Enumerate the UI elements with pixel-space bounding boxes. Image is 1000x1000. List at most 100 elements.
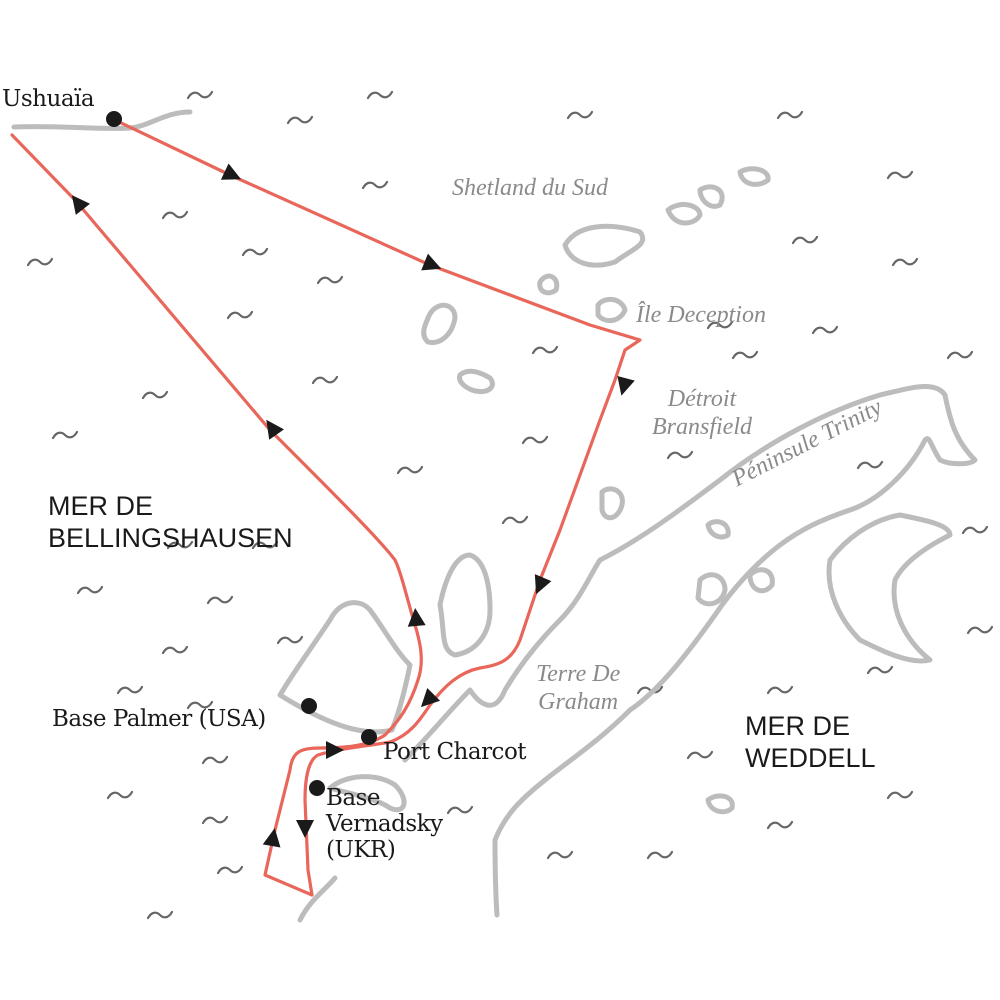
island-deception bbox=[595, 296, 628, 324]
wave-icon bbox=[206, 595, 234, 605]
wave-icon bbox=[886, 170, 914, 180]
peninsula-graham-coast bbox=[402, 384, 978, 918]
label-detroit-bransfield: Détroit Bransfield bbox=[652, 385, 752, 441]
wave-icon bbox=[546, 850, 574, 860]
island-b bbox=[457, 368, 495, 395]
ushuaia-marker bbox=[106, 111, 122, 127]
arrow-icon bbox=[407, 608, 426, 627]
island-anvers bbox=[277, 600, 413, 735]
label-port-charcot: Port Charcot bbox=[383, 739, 527, 765]
arrow-icon bbox=[421, 253, 442, 271]
coast-tierra-del-fuego bbox=[11, 109, 193, 131]
label-line: (UKR) bbox=[326, 837, 396, 863]
wave-icon bbox=[866, 665, 894, 675]
label-base-vernadsky: Base Vernadsky (UKR) bbox=[326, 785, 443, 863]
wave-icon bbox=[186, 90, 214, 100]
wave-icon bbox=[106, 790, 134, 800]
wave-icon bbox=[811, 325, 839, 335]
wave-icon bbox=[186, 700, 214, 710]
wave-icon bbox=[706, 320, 734, 330]
wave-icon bbox=[286, 115, 314, 125]
island-shetland-5 bbox=[537, 273, 560, 296]
island-booth bbox=[327, 774, 407, 813]
wave-icon bbox=[311, 375, 339, 385]
wave-icon bbox=[886, 790, 914, 800]
label-line: Terre De bbox=[536, 661, 621, 687]
wave-icon bbox=[241, 247, 269, 257]
landmasses bbox=[11, 109, 978, 923]
wave-icon bbox=[856, 460, 884, 470]
sea-waves bbox=[26, 90, 994, 920]
arrow-icon bbox=[71, 195, 91, 215]
arrow-icon bbox=[262, 828, 281, 848]
wave-icon bbox=[946, 350, 974, 360]
wave-icon bbox=[501, 515, 529, 525]
label-line: Détroit bbox=[667, 386, 737, 412]
wave-icon bbox=[776, 110, 804, 120]
island-shetland-4 bbox=[737, 166, 771, 187]
label-line: MER DE bbox=[745, 711, 851, 741]
wave-icon bbox=[521, 435, 549, 445]
wave-icon bbox=[361, 180, 389, 190]
arrow-icon bbox=[220, 163, 242, 180]
wave-icon bbox=[666, 450, 694, 460]
island-f bbox=[705, 519, 731, 540]
wave-icon bbox=[446, 805, 474, 815]
wave-icon bbox=[76, 585, 104, 595]
island-shetland-3 bbox=[697, 184, 725, 209]
label-line: MER DE bbox=[48, 491, 154, 521]
wave-icon bbox=[161, 645, 189, 655]
label-line: BELLINGSHAUSEN bbox=[48, 523, 293, 553]
wave-icon bbox=[166, 540, 194, 550]
coast-south bbox=[297, 875, 338, 923]
wave-icon bbox=[216, 865, 244, 875]
wave-icon bbox=[226, 310, 254, 320]
wave-icon bbox=[766, 820, 794, 830]
wave-icon bbox=[161, 210, 189, 220]
label-terre-de-graham: Terre De Graham bbox=[536, 660, 620, 716]
label-shetland-du-sud: Shetland du Sud bbox=[452, 175, 608, 201]
base-vernadsky-marker bbox=[309, 780, 325, 796]
cruise-route bbox=[10, 118, 642, 897]
island-a bbox=[421, 302, 458, 346]
label-mer-de-bellingshausen: MER DE BELLINGSHAUSEN bbox=[48, 490, 293, 554]
wave-icon bbox=[116, 685, 144, 695]
label-line: WEDDELL bbox=[745, 743, 876, 773]
base-palmer-marker bbox=[301, 698, 317, 714]
wave-icon bbox=[891, 257, 919, 267]
label-line: Base bbox=[326, 785, 381, 811]
wave-icon bbox=[961, 525, 989, 535]
label-line: Graham bbox=[538, 689, 619, 715]
wave-icon bbox=[966, 625, 994, 635]
arrow-icon bbox=[266, 419, 284, 440]
wave-icon bbox=[141, 390, 169, 400]
island-c bbox=[599, 486, 625, 521]
wave-icon bbox=[686, 750, 714, 760]
arrow-icon bbox=[617, 375, 635, 396]
label-mer-de-weddell: MER DE WEDDELL bbox=[745, 710, 876, 774]
wave-icon bbox=[26, 257, 54, 267]
island-brabant bbox=[437, 552, 493, 658]
wave-icon bbox=[791, 235, 819, 245]
wave-icon bbox=[276, 635, 304, 645]
island-e bbox=[747, 567, 775, 594]
label-line: Vernadsky bbox=[326, 811, 443, 837]
wave-icon bbox=[251, 540, 279, 550]
island-shetland-1 bbox=[562, 223, 645, 268]
wave-icon bbox=[566, 110, 594, 120]
wave-icon bbox=[396, 465, 424, 475]
wave-icon bbox=[146, 910, 174, 920]
island-d bbox=[695, 572, 728, 607]
label-ile-deception: Île Deception bbox=[636, 302, 766, 328]
wave-icon bbox=[646, 850, 674, 860]
peninsula-inner bbox=[826, 512, 953, 664]
arrow-icon bbox=[326, 741, 344, 759]
port-charcot-marker bbox=[361, 729, 377, 745]
wave-icon bbox=[201, 815, 229, 825]
wave-icon bbox=[316, 275, 344, 285]
label-base-palmer: Base Palmer (USA) bbox=[52, 706, 266, 732]
wave-icon bbox=[766, 685, 794, 695]
arrow-icon bbox=[296, 820, 314, 838]
